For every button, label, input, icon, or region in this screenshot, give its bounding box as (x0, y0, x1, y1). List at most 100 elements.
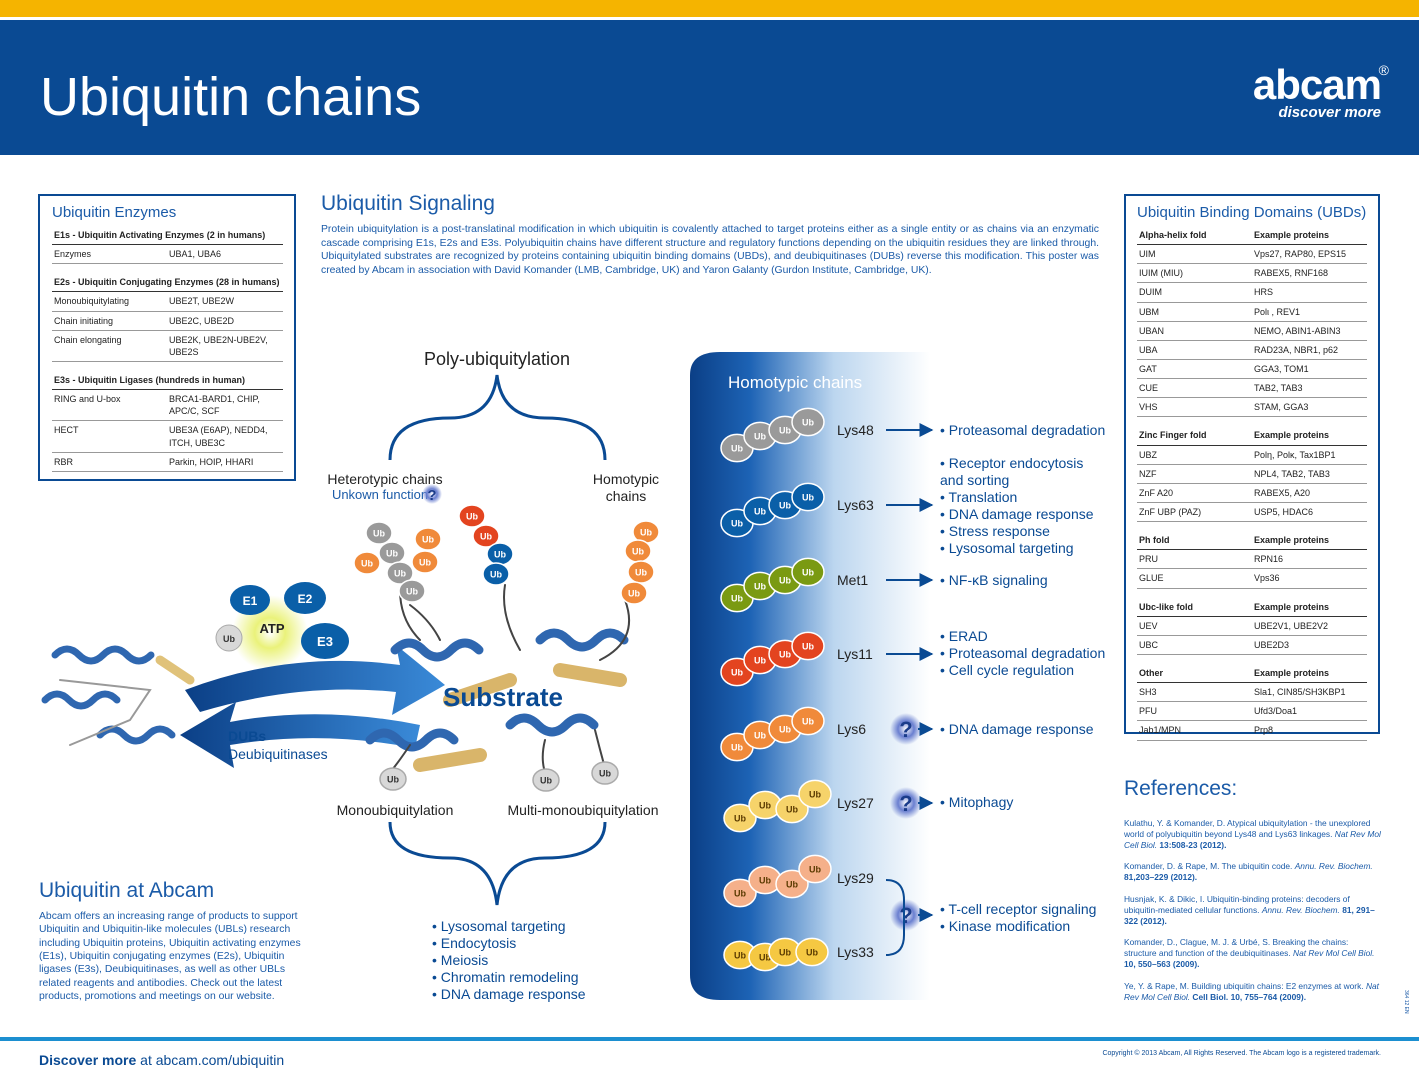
logo-word: abcam (1252, 61, 1382, 108)
ub-label: Ub (635, 568, 647, 578)
ub-circle (414, 527, 442, 551)
ub-label: Ub (809, 790, 821, 800)
ub-circle (398, 579, 426, 603)
enzyme-names: UBE3A (E6AP), NEDD4, ITCH, UBE3C (167, 420, 283, 453)
question-mark: ? (899, 717, 912, 742)
example-proteins: TAB2, TAB3 (1252, 378, 1367, 399)
ub-label: Ub (361, 559, 373, 569)
homotypic-label: Homotypic (593, 471, 659, 487)
question-glow (890, 713, 922, 745)
reference-item[interactable]: Ye, Y. & Rape, M. Building ubiquitin cha… (1124, 981, 1382, 1003)
ub-label: Ub (759, 801, 771, 811)
question-mark: ? (899, 791, 912, 816)
ub-label: Ub (779, 426, 791, 436)
ub-circle (791, 706, 825, 736)
poly-brace (388, 374, 607, 461)
domain-name: GLUE (1137, 568, 1252, 589)
ub-label: Ub (754, 582, 766, 592)
reference-part: Komander, D., Clague, M. J. & Urbé, S. B… (1124, 937, 1349, 958)
poly-label: Poly-ubiquitylation (424, 349, 570, 369)
ub-molecule: Ub (365, 521, 393, 545)
ub-label: Ub (419, 558, 431, 568)
chain-function-item: • Stress response (940, 523, 1050, 539)
domain-name: Jab1/MPN (1137, 720, 1252, 741)
domain-name: SH3 (1137, 682, 1252, 703)
homotypic-label-2: chains (606, 488, 646, 504)
abcam-logo[interactable]: abcam ® discover more (1252, 61, 1389, 121)
chain-function-item: • Proteasomal degradation (940, 645, 1105, 661)
ub-molecule: Ub (386, 561, 414, 585)
enzyme-names: UBE2T, UBE2W (167, 291, 283, 312)
reference-item[interactable]: Komander, D. & Rape, M. The ubiquitin co… (1124, 861, 1382, 883)
footer-link[interactable]: Discover more at abcam.com/ubiquitin (39, 1052, 284, 1068)
dubs-label: DUBs (228, 728, 266, 744)
ub-molecule: Ub (486, 542, 514, 566)
enzyme-names: UBA1, UBA6 (167, 244, 283, 265)
ub-circle (775, 869, 809, 899)
enzyme-section-header: E3s - Ubiquitin Ligases (hundreds in hum… (52, 361, 283, 391)
ub-molecule: Ub (378, 541, 406, 565)
chain-function-item: • Translation (940, 489, 1017, 505)
reference-part: 13:508-23 (2012). (1157, 839, 1227, 850)
domain-name: GAT (1137, 359, 1252, 380)
ub-label: Ub (406, 587, 418, 597)
ub-label: Ub (373, 529, 385, 539)
reference-part: 81,203–229 (2012). (1124, 871, 1198, 882)
domain-name: PFU (1137, 701, 1252, 722)
ub-label: Ub (802, 717, 814, 727)
chain-function-item: • ERAD (940, 628, 988, 644)
ub-label: Ub (759, 953, 771, 963)
reference-item[interactable]: Husnjak, K. & Dikic, I. Ubiquitin-bindin… (1124, 894, 1382, 927)
reference-item[interactable]: Kulathu, Y. & Komander, D. Atypical ubiq… (1124, 818, 1382, 851)
ub-label: Ub (779, 948, 791, 958)
mono-functions: • Lysosomal targeting• Endocytosis• Meio… (432, 918, 586, 1002)
ub-label: Ub (731, 519, 743, 529)
ub-label: Ub (802, 493, 814, 503)
ub-circle (795, 937, 829, 967)
chain-function-item: • Lysosomal targeting (940, 540, 1074, 556)
ub-circle (411, 550, 439, 574)
ub-circle (591, 761, 619, 785)
ub-circle (798, 854, 832, 884)
chain-function-item: • NF-κB signaling (940, 572, 1048, 588)
example-proteins: USP5, HDAC6 (1252, 502, 1367, 523)
chain-function-item: and sorting (940, 472, 1009, 488)
fold-name: Ubc-like fold (1137, 588, 1252, 617)
example-proteins: NPL4, TAB2, TAB3 (1252, 464, 1367, 484)
reference-item[interactable]: Komander, D., Clague, M. J. & Urbé, S. B… (1124, 937, 1382, 970)
ub-label: Ub (731, 668, 743, 678)
e3-circle (301, 623, 349, 659)
example-proteins: Polι , REV1 (1252, 302, 1367, 322)
reference-part: Husnjak, K. & Dikic, I. Ubiquitin-bindin… (1124, 894, 1350, 915)
ub-label: Ub (387, 775, 399, 785)
reference-part: Nat Rev Mol Cell Biol. (1293, 947, 1375, 958)
ub-label: Ub (632, 547, 644, 557)
homotypic-panel-title: Homotypic chains (728, 373, 862, 392)
domain-name: DUIM (1137, 282, 1252, 303)
section-header: E2s - Ubiquitin Conjugating Enzymes (28 … (52, 263, 283, 293)
ub-label: Ub (494, 550, 506, 560)
enzymes-box: Ubiquitin Enzymes E1s - Ubiquitin Activa… (38, 194, 296, 481)
mono-function-item: • Endocytosis (432, 935, 516, 951)
ub-circle (379, 767, 407, 791)
reference-part: Annu. Rev. Biochem. (1294, 861, 1373, 871)
enzyme-class: HECT (52, 420, 167, 453)
ub-molecule: Ub (591, 761, 619, 785)
substrate-protein (365, 584, 630, 776)
ub-label: Ub (731, 444, 743, 454)
mono-brace (388, 821, 607, 906)
ub-molecule: Ub (398, 579, 426, 603)
copyright: Copyright © 2013 Abcam, All Rights Reser… (1102, 1050, 1381, 1057)
ub-circle (482, 562, 510, 586)
ubd-box: Ubiquitin Binding Domains (UBDs) Alpha-h… (1124, 194, 1380, 741)
